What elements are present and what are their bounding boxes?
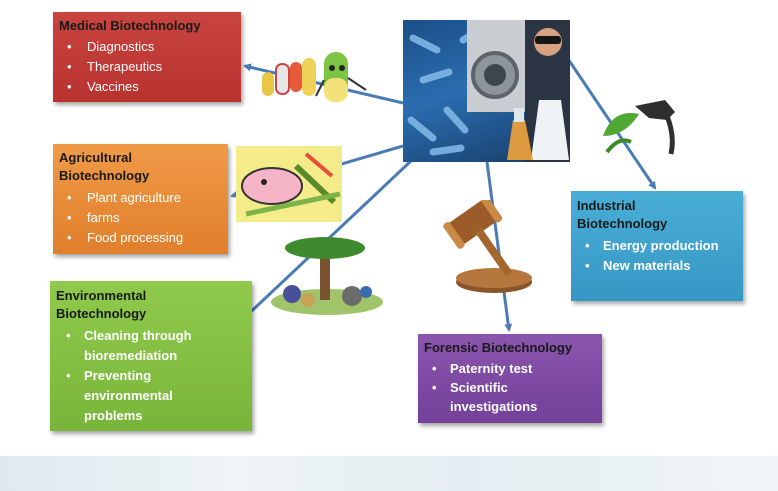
bottom-band <box>0 456 778 491</box>
agricultural-item-food: Food processing <box>59 228 222 248</box>
industrial-item-materials: New materials <box>577 256 737 276</box>
forensic-biotechnology-box: Forensic Biotechnology Paternity test Sc… <box>418 334 602 423</box>
environmental-item-preventing: Preventing environmental problems <box>56 366 246 426</box>
environmental-item-preventing-line1: Preventing <box>84 368 152 383</box>
forensic-item-scientific-line2: investigations <box>450 399 538 414</box>
forensic-list: Paternity test Scientific investigations <box>424 359 596 416</box>
industrial-title: Industrial Biotechnology <box>577 197 737 233</box>
medical-item-therapeutics: Therapeutics <box>59 57 235 77</box>
industrial-title-line2: Biotechnology <box>577 216 668 231</box>
medical-item-diagnostics: Diagnostics <box>59 37 235 57</box>
arrow-to-forensic <box>485 161 513 332</box>
environmental-item-cleaning-line1: Cleaning through <box>84 328 192 343</box>
environmental-item-preventing-line3: problems <box>84 408 143 423</box>
forensic-item-paternity-line1: Paternity test <box>450 361 533 376</box>
environmental-item-cleaning-line2: bioremediation <box>84 348 178 363</box>
environmental-list: Cleaning through bioremediation Preventi… <box>56 326 246 426</box>
judge-gavel-picture <box>436 195 534 296</box>
forensic-item-scientific: Scientific investigations <box>424 378 596 416</box>
forensic-item-scientific-line1: Scientific <box>450 380 508 395</box>
biotech-lab-collage <box>403 20 570 162</box>
industrial-list: Energy production New materials <box>577 236 737 276</box>
environmental-item-cleaning: Cleaning through bioremediation <box>56 326 246 366</box>
agricultural-item-farms: farms <box>59 208 222 228</box>
tree-and-waste-picture <box>270 236 384 316</box>
environmental-biotechnology-box: Environmental Biotechnology Cleaning thr… <box>50 281 252 431</box>
agricultural-biotechnology-box: Agricultural Biotechnology Plant agricul… <box>53 144 228 254</box>
environmental-title-line1: Environmental <box>56 288 147 303</box>
forensic-item-paternity: Paternity test <box>424 359 596 378</box>
industrial-biotechnology-box: Industrial Biotechnology Energy producti… <box>571 191 743 301</box>
fuel-nozzle-leaf-picture <box>595 92 679 158</box>
environmental-title: Environmental Biotechnology <box>56 287 246 323</box>
farm-cartoon-picture <box>236 146 342 222</box>
environmental-title-line2: Biotechnology <box>56 306 147 321</box>
arrow-to-industrial <box>560 49 657 190</box>
agricultural-list: Plant agriculture farms Food processing <box>59 188 222 248</box>
agricultural-title: Agricultural Biotechnology <box>59 149 222 185</box>
forensic-title: Forensic Biotechnology <box>424 340 573 355</box>
agricultural-title-line2: Biotechnology <box>59 168 150 183</box>
medical-biotechnology-box: Medical Biotechnology Diagnostics Therap… <box>53 12 241 102</box>
medical-list: Diagnostics Therapeutics Vaccines <box>59 37 235 97</box>
agricultural-item-plant: Plant agriculture <box>59 188 222 208</box>
pill-characters-picture <box>262 48 380 114</box>
agricultural-title-line1: Agricultural <box>59 150 132 165</box>
industrial-title-line1: Industrial <box>577 198 636 213</box>
medical-title: Medical Biotechnology <box>59 18 201 33</box>
environmental-item-preventing-line2: environmental <box>84 388 173 403</box>
industrial-item-energy: Energy production <box>577 236 737 256</box>
medical-item-vaccines: Vaccines <box>59 77 235 97</box>
